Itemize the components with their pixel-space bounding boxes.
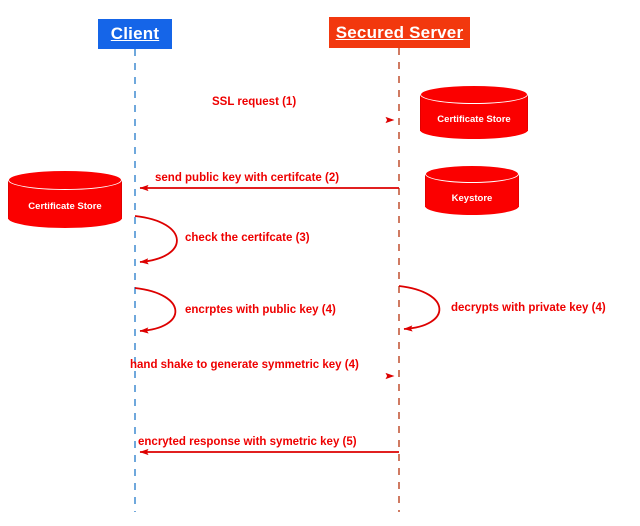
datastore-keystore: Keystore (425, 165, 519, 215)
actor-label-secured-server: Secured Server (335, 22, 464, 42)
message-label-decrypt-with-private-key: decrypts with private key (4) (451, 302, 606, 314)
actor-label-client: Client (110, 24, 160, 43)
datastore-certificate-store-server: Certificate Store (420, 85, 528, 139)
cylinder-top-ellipse-icon (8, 170, 122, 190)
datastore-certificate-store-client: Certificate Store (8, 170, 122, 228)
actor-header-secured-server[interactable]: Secured Server (329, 17, 470, 48)
message-label-send-public-key: send public key with certifcate (2) (155, 172, 340, 184)
actor-header-client[interactable]: Client (98, 19, 172, 49)
message-label-ssl-request: SSL request (1) (212, 96, 297, 108)
cylinder-bottom-ellipse-icon (425, 197, 519, 215)
cylinder-top-ellipse-icon (420, 85, 528, 104)
message-selfloop-check-certificate (134, 215, 178, 265)
message-label-handshake-symmetric-key: hand shake to generate symmetric key (4) (130, 359, 359, 371)
message-label-check-certificate: check the certifcate (3) (185, 232, 310, 244)
message-selfloop-decrypt-private-key (398, 285, 441, 332)
message-selfloop-encrypt-public-key (134, 287, 177, 334)
datastore-label-certificate-store-server: Certificate Store (437, 114, 511, 125)
cylinder-top-ellipse-icon (425, 165, 519, 183)
message-label-encrypt-with-public-key: encrptes with public key (4) (185, 304, 336, 316)
message-label-encrypted-response: encryted response with symetric key (5) (138, 436, 357, 448)
datastore-label-certificate-store-client: Certificate Store (28, 201, 102, 212)
cylinder-bottom-ellipse-icon (8, 208, 122, 228)
datastore-label-keystore: Keystore (451, 193, 493, 204)
cylinder-bottom-ellipse-icon (420, 121, 528, 139)
